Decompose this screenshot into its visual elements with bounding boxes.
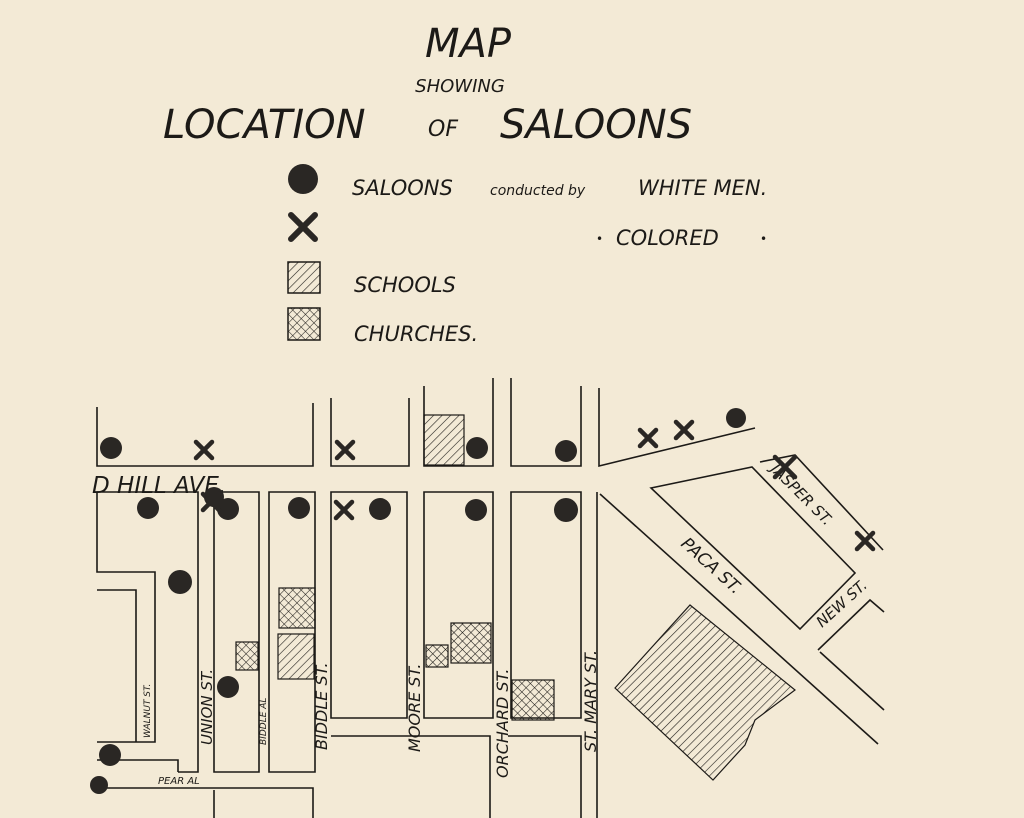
pear-alley-edge: [97, 787, 314, 818]
colored-saloons: [193, 419, 876, 552]
legend-churches-label: CHURCHES.: [354, 322, 478, 346]
st-mary-st-label: ST. MARY ST.: [581, 650, 600, 752]
colored-saloon-marker: [333, 499, 355, 521]
union-st-label: UNION ST.: [198, 669, 216, 745]
legend-ditto-left: •: [596, 232, 603, 246]
walnut-st-label: WALNUT ST.: [143, 684, 153, 738]
legend-schools-label: SCHOOLS: [354, 273, 456, 297]
school-marker: [423, 414, 465, 466]
block-paca-jasper: [649, 466, 857, 631]
white-saloon-marker: [555, 440, 577, 462]
block-n4: [510, 378, 582, 467]
legend-white-label-a: SALOONS: [352, 176, 453, 200]
block-st-mary: [510, 491, 582, 719]
street-grid: [96, 378, 885, 818]
moore-st-label: MOORE ST.: [405, 664, 424, 752]
legend-colored-label: COLORED: [616, 226, 719, 250]
new-st-label: NEW ST.: [813, 576, 871, 631]
block-n2: [330, 398, 410, 467]
white-saloon-marker: [465, 499, 487, 521]
white-saloons: [90, 408, 746, 794]
white-saloon-marker: [288, 497, 310, 519]
biddle-al-label: BIDDLE AL: [259, 698, 269, 745]
block-new-st: [817, 598, 885, 651]
paca-st-label: PACA ST.: [677, 534, 746, 599]
legend-white-saloon-icon: [288, 164, 318, 194]
school-marker: [277, 633, 315, 680]
title-location: LOCATION: [163, 102, 366, 148]
block-biddle: [268, 491, 316, 773]
title-of: OF: [428, 117, 458, 142]
new-st-edge: [819, 651, 885, 711]
legend-school-icon: [287, 261, 321, 294]
block-lower-2: [508, 735, 582, 818]
legend-church-icon: [287, 307, 321, 341]
colored-saloon-marker: [854, 530, 876, 552]
legend-white-label-c: WHITE MEN.: [638, 176, 767, 200]
orchard-st-label: ORCHARD ST.: [493, 669, 512, 779]
colored-saloon-marker: [193, 439, 215, 461]
block-s1c: [97, 759, 179, 772]
colored-saloon-marker: [673, 419, 695, 441]
church-marker: [278, 587, 316, 629]
colored-saloon-marker: [200, 491, 222, 513]
schools: [277, 414, 796, 781]
white-saloon-marker: [99, 744, 121, 766]
block-moore: [330, 491, 408, 719]
block-lower-1: [331, 735, 491, 818]
church-marker: [425, 644, 449, 668]
block-biddle-al: [213, 491, 260, 773]
white-saloon-marker: [466, 437, 488, 459]
white-saloon-marker: [217, 498, 239, 520]
title-map: MAP: [425, 21, 512, 67]
school-marker-large: [614, 604, 796, 781]
white-saloon-marker: [100, 437, 122, 459]
biddle-st-label: BIDDLE ST.: [312, 662, 331, 750]
church-marker: [235, 641, 259, 671]
pear-al-label: PEAR AL: [158, 776, 200, 787]
white-saloon-marker: [369, 498, 391, 520]
block-orchard: [423, 491, 494, 719]
white-saloon-marker: [90, 776, 108, 794]
paca-west-edge: [599, 493, 879, 745]
block-n1: [96, 403, 314, 467]
white-saloon-marker: [137, 497, 159, 519]
churches: [235, 587, 555, 721]
church-marker: [511, 679, 555, 721]
white-saloon-marker: [217, 676, 239, 698]
legend-white-label-b: conducted by: [490, 183, 586, 199]
colored-saloon-marker: [772, 454, 798, 480]
white-saloon-marker: [726, 408, 746, 428]
legend-colored-saloon-icon: [288, 212, 318, 242]
jasper-st-label: JASPER ST.: [765, 458, 836, 529]
title-saloons: SALOONS: [500, 102, 692, 148]
legend-ditto-right: •: [760, 232, 767, 246]
block-n5: [598, 388, 756, 468]
white-saloon-marker: [168, 570, 192, 594]
title-showing: SHOWING: [415, 76, 505, 97]
colored-saloon-marker: [637, 427, 659, 449]
block-s1b: [97, 491, 199, 773]
church-marker: [450, 622, 492, 664]
colored-saloon-marker: [334, 439, 356, 461]
block-walnut: [97, 589, 137, 742]
white-saloon-marker: [554, 498, 578, 522]
